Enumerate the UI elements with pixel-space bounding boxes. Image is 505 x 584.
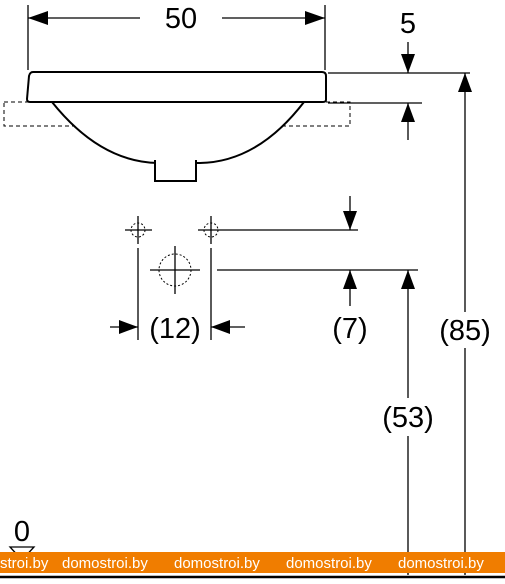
- width-label: 50: [165, 3, 197, 35]
- drain-height-label: (53): [382, 402, 434, 434]
- total-height-dimension: (85): [439, 73, 491, 575]
- total-height-label: (85): [439, 315, 491, 347]
- rim-thickness-dimension: 5: [328, 8, 470, 140]
- tap-spacing-label: (12): [149, 313, 201, 345]
- floor-level-label: 0: [14, 516, 30, 548]
- watermark-band: stroi.by domostroi.by domostroi.by domos…: [0, 552, 505, 573]
- drain-outlet: [150, 246, 418, 294]
- watermark-text-2: domostroi.by: [62, 555, 148, 572]
- tap-hole-left: [125, 216, 152, 244]
- tap-spacing-dimension: (12): [110, 248, 245, 345]
- watermark-text-5: domostroi.by: [398, 555, 484, 572]
- watermark-text-4: domostroi.by: [286, 555, 372, 572]
- watermark-text-1: stroi.by: [0, 555, 49, 572]
- rim-thickness-label: 5: [400, 8, 416, 40]
- drain-offset-label: (7): [332, 313, 367, 345]
- tap-hole-right: [198, 216, 358, 244]
- drain-height-dimension: (53): [382, 270, 434, 575]
- width-dimension: 50: [27, 3, 326, 70]
- watermark-background: [0, 552, 505, 573]
- drain-offset-dimension: (7): [332, 196, 368, 345]
- basin-outline: [3, 71, 351, 182]
- watermark-text-3: domostroi.by: [174, 555, 260, 572]
